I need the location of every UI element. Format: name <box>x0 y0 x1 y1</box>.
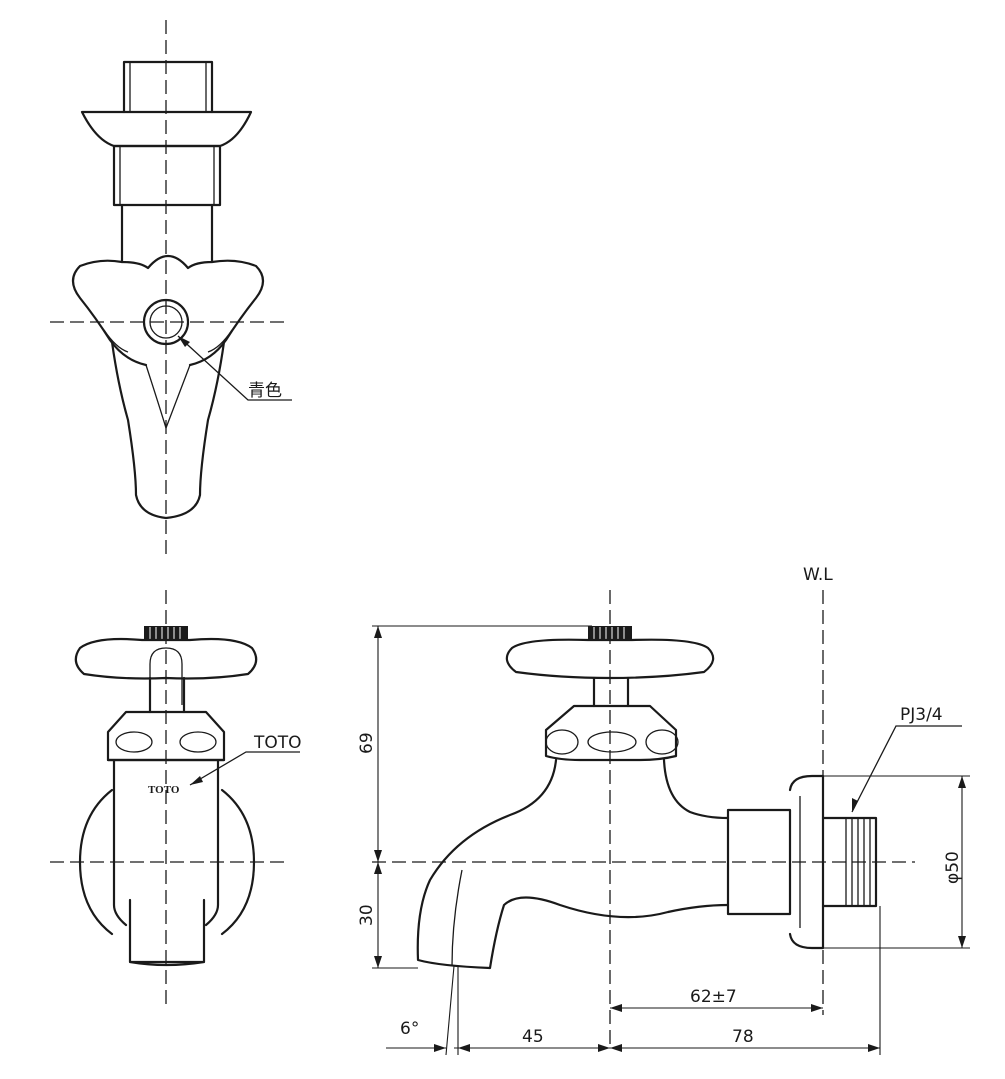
side-view-thread <box>821 816 878 908</box>
top-view-body <box>112 144 222 207</box>
top-view-blue-cap-outer <box>142 298 190 346</box>
dimension-wall-offset: 62±7 <box>690 987 737 1007</box>
front-view-handle-cap <box>74 637 258 680</box>
front-view: TOTO TOTO <box>50 590 302 1005</box>
dimension-diameter: φ50 <box>943 851 963 884</box>
side-view-body-hex <box>544 704 678 762</box>
dimension-spout-angle: 6° <box>400 1019 419 1039</box>
dimension-body-length: 78 <box>732 1027 754 1047</box>
thread-size-label: PJ3/4 <box>900 705 943 725</box>
front-view-spout-outlet <box>128 898 206 967</box>
front-view-knurled-knob <box>144 626 188 640</box>
front-view-wall-flange <box>78 788 256 936</box>
side-view-connector <box>726 808 792 916</box>
water-level-label: W.L <box>803 565 833 585</box>
side-view-body <box>416 758 730 970</box>
dimension-spout-reach: 45 <box>522 1027 544 1047</box>
side-view-body-upper <box>662 758 730 820</box>
side-view-knurled-knob <box>588 626 632 640</box>
dimension-height-lower: 30 <box>357 904 377 926</box>
front-view-brand-mark: TOTO <box>148 784 180 796</box>
color-note-label: 青色 <box>248 381 282 401</box>
brand-callout-label: TOTO <box>253 733 302 753</box>
top-view-square-nut <box>122 60 214 114</box>
top-view: 青色 <box>50 20 292 555</box>
side-view-wall-nut <box>788 774 825 950</box>
top-view-spout <box>110 340 226 520</box>
side-view-handle <box>505 638 715 680</box>
side-view: W.L PJ3/4 69 30 <box>357 565 970 1056</box>
front-view-body <box>106 758 226 927</box>
top-view-handle <box>71 254 265 367</box>
dimension-height-upper: 69 <box>357 732 377 754</box>
